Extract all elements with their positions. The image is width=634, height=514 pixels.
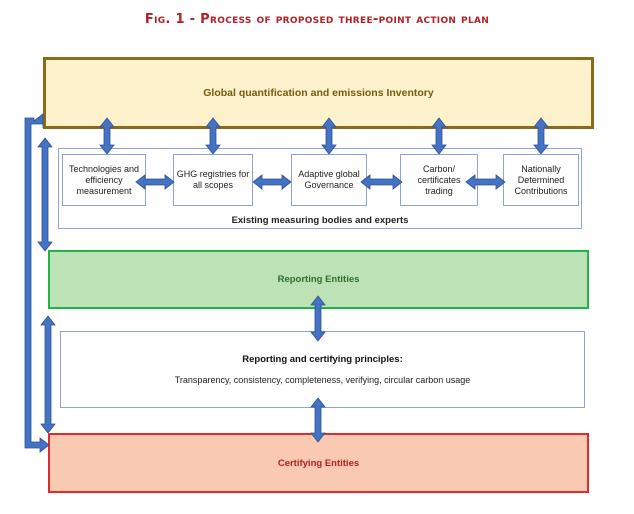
arrow-global-ndc: [533, 117, 549, 155]
figure-title: Fig. 1 - Process of proposed three-point…: [144, 12, 490, 27]
item-technologies: Technologies and efficiency measurement: [62, 154, 146, 206]
arrow-carbon-ndc: [465, 174, 506, 190]
principles-text: Transparency, consistency, completeness,…: [174, 375, 471, 385]
arrow-left-reporting-certifying: [40, 315, 56, 434]
principles-title: Reporting and certifying principles:: [242, 354, 403, 365]
reporting-entities-label: Reporting Entities: [277, 274, 360, 285]
item-ndc: Nationally Determined Contributions: [503, 154, 579, 206]
item-adaptive-governance-label: Adaptive global Governance: [298, 169, 360, 190]
arrow-technologies-ghg: [135, 174, 175, 190]
item-ghg-registries: GHG registries for all scopes: [173, 154, 253, 206]
global-inventory-box: Global quantification and emissions Inve…: [43, 57, 594, 129]
arrow-global-ghg: [205, 117, 221, 155]
global-inventory-label: Global quantification and emissions Inve…: [203, 87, 434, 99]
arrow-ghg-governance: [252, 174, 292, 190]
arrow-global-governance: [321, 117, 337, 155]
item-ghg-registries-label: GHG registries for all scopes: [176, 169, 250, 190]
item-ndc-label: Nationally Determined Contributions: [514, 163, 568, 196]
principles-box: [60, 331, 585, 408]
item-adaptive-governance: Adaptive global Governance: [291, 154, 367, 206]
certifying-entities-label: Certifying Entities: [277, 457, 360, 469]
arrow-reporting-principles: [310, 295, 326, 342]
item-technologies-label: Technologies and efficiency measurement: [68, 163, 140, 196]
arrow-left-bracket-global-certifying: [24, 113, 50, 453]
arrow-global-technologies: [99, 117, 115, 155]
measuring-bodies-label: Existing measuring bodies and experts: [231, 215, 409, 226]
arrow-global-carbon: [431, 117, 447, 155]
certifying-entities-box: Certifying Entities: [48, 433, 589, 493]
arrow-left-global-reporting: [37, 137, 53, 252]
arrow-governance-carbon: [360, 174, 403, 190]
arrow-principles-certifying: [310, 397, 326, 443]
item-carbon-trading-label: Carbon/ certificates trading: [417, 163, 461, 196]
